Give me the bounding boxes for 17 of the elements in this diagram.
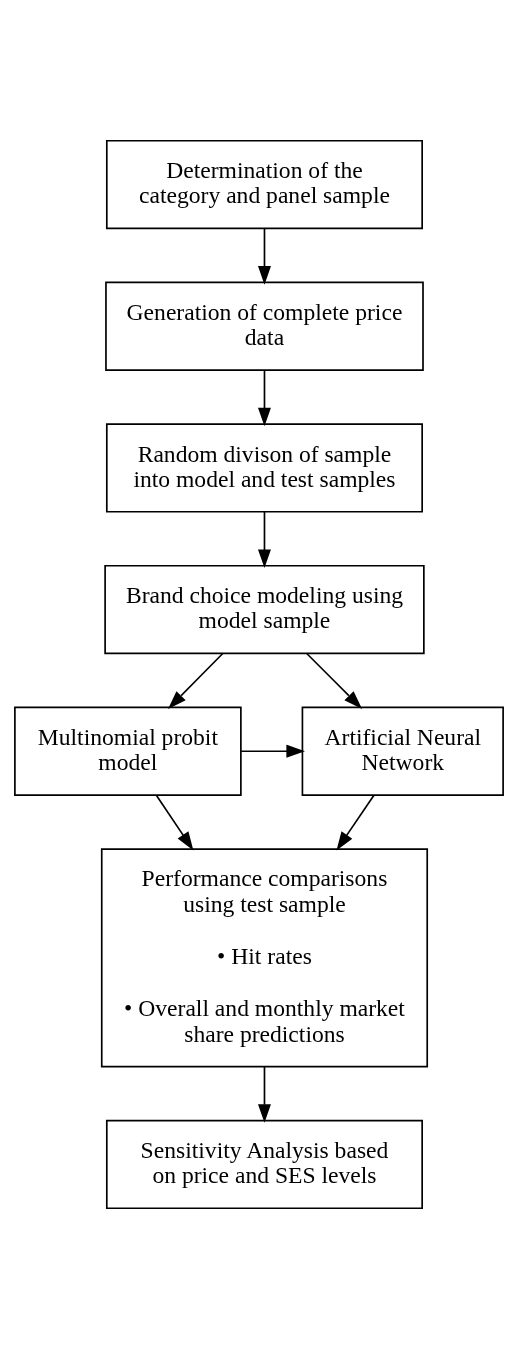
node-box: Determination of the category and panel sample [105,139,423,230]
arrow [336,794,375,851]
arrow [257,369,271,427]
node-box: Artificial Neural Network [301,706,504,796]
node-box: Sensitivity Analysis based on price and SES levels [105,1119,423,1210]
arrow [155,794,194,851]
arrow [168,652,224,709]
arrow [257,511,271,568]
node-box: Generation of complete price data [105,281,424,371]
arrow [257,1066,271,1123]
node-box: Brand choice modeling using model sample [104,564,425,655]
node-box: Multinomial probit model [14,706,242,796]
arrow [305,652,363,709]
arrow [240,744,305,758]
node-box: Random divison of sample into model and test samples [105,423,423,513]
arrow [257,227,271,285]
node-box: Performance comparisons using test sample • Hit rates • Overall and monthly market share predictions [100,848,429,1068]
